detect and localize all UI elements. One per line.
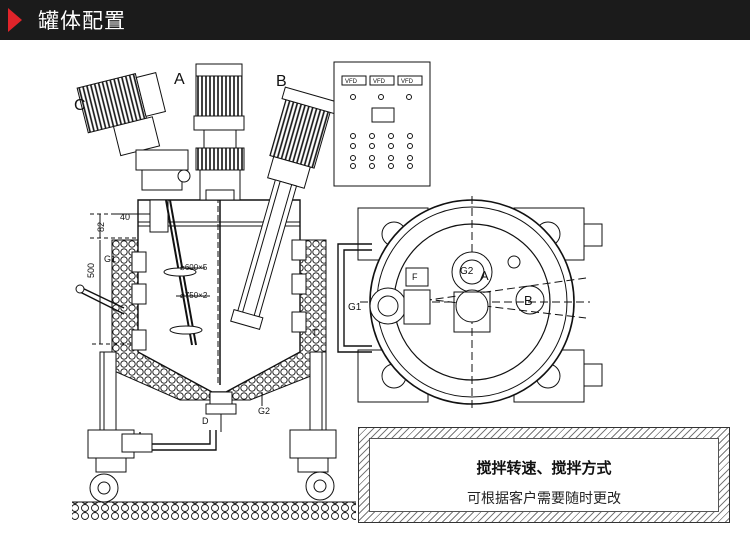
tank-configuration-drawing: 82 500 40 ⌀600×5 ⌀750×2 (72, 61, 603, 520)
top-view (337, 196, 603, 410)
top-view-a-label: A (480, 268, 489, 283)
notice-inner: 搅拌转速、搅拌方式 可根据客户需要随时更改 (369, 438, 719, 512)
motor-label-c: C (74, 97, 86, 114)
page-title: 罐体配置 (38, 9, 126, 33)
panel-display-1: VFD (345, 79, 358, 85)
dimension-40-label: 40 (120, 212, 130, 222)
panel-display-2: VFD (373, 79, 386, 85)
panel-display-3: VFD (401, 79, 414, 85)
impeller-1-label: ⌀600×5 (180, 263, 208, 272)
chevron-right-icon (8, 8, 22, 32)
motor-a (195, 75, 243, 117)
dimension-500-label: 500 (86, 263, 96, 278)
d-label: D (202, 416, 209, 426)
control-panel: VFD VFD VFD (333, 61, 431, 187)
dimension-82-label: 82 (96, 222, 106, 232)
top-view-f-label: F (412, 272, 418, 282)
notice-subtitle: 可根据客户需要随时更改 (467, 491, 621, 507)
section-header: 罐体配置 (0, 0, 750, 40)
notice-box: 搅拌转速、搅拌方式 可根据客户需要随时更改 (358, 427, 730, 523)
notice-title: 搅拌转速、搅拌方式 (476, 459, 612, 477)
top-view-g1-label: G1 (348, 302, 362, 313)
top-view-b-label: B (524, 293, 533, 308)
g2-label: G2 (258, 406, 270, 416)
side-view: 82 500 40 ⌀600×5 ⌀750×2 (72, 63, 356, 520)
top-view-g2-label: G2 (460, 266, 474, 277)
t-label: T (312, 328, 318, 338)
motor-label-b: B (276, 73, 287, 90)
ground-hatch (72, 502, 356, 520)
impeller-2-label: ⌀750×2 (180, 291, 208, 300)
motor-label-a: A (174, 71, 185, 88)
g1-label: G1 (104, 254, 116, 264)
